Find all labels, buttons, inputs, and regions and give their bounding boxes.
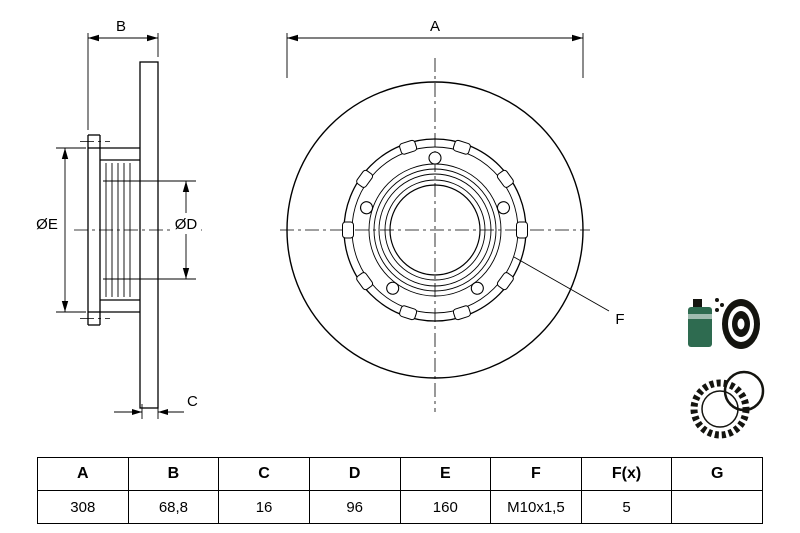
header-cell-g: G [671,457,763,491]
abs-ring-icon [690,379,750,439]
value-cell-g [671,490,763,524]
dim-d-label: ØD [175,216,198,233]
dim-c-group [114,404,184,419]
spec-value-row: 308 68,8 16 96 160 M10x1,5 5 [37,490,763,524]
flange-slot [356,272,374,291]
value-cell-b: 68,8 [127,490,220,524]
value-cell-e: 160 [399,490,492,524]
dim-b-label: B [116,18,126,35]
header-cell-fx: F(x) [580,457,673,491]
dim-d-group [130,180,196,280]
center-bore-circle [389,184,481,276]
bolt-hole [470,281,484,295]
dim-e-group [56,147,86,313]
dim-b-group [87,33,159,130]
friction-ring-section [139,61,159,409]
flange-slot [496,272,514,291]
dimensions [56,33,610,419]
outer-diameter-circle [286,81,584,379]
dim-c-label: C [187,393,198,410]
flange-slot [452,305,471,321]
dim-a-label: A [430,18,440,35]
section-view [87,61,159,409]
value-cell-fx: 5 [580,490,673,524]
dimension-labels: A B C ØD ØE F [36,18,624,410]
flange-slots [342,139,528,321]
bolt-hole [496,201,511,215]
dim-d-label-backing [171,213,201,234]
hub-rings [368,163,502,297]
leader-line-f [513,256,610,312]
bolt-hole [428,151,442,165]
spec-table: A B C D E F F(x) G 308 68,8 16 96 160 M1… [37,457,763,524]
flange-slot [399,139,418,155]
header-cell-c: C [218,457,310,491]
hub-ring [378,173,492,287]
dim-a-group [286,33,584,78]
flange-slot [342,221,354,239]
bolt-holes [359,151,511,295]
dim-f-label: F [615,311,624,328]
flange-slot [399,305,418,321]
hub-steps [103,163,137,297]
hub-ring [384,179,486,281]
centerlines [74,58,590,412]
front-view [286,81,584,379]
header-cell-b: B [127,457,220,491]
bolt-hole [359,201,374,215]
bolt-hole [386,281,400,295]
value-cell-c: 16 [218,490,310,524]
value-cell-d: 96 [308,490,401,524]
header-cell-e: E [399,457,492,491]
technical-drawing: A B C ØD ØE F [36,18,765,439]
header-cell-d: D [308,457,401,491]
spec-header-row: A B C D E F F(x) G [37,457,763,491]
service-icons [688,298,765,439]
header-cell-a: A [37,457,129,491]
hub-ring [368,163,502,297]
header-cell-f: F [490,457,582,491]
dim-e-label: ØE [36,216,58,233]
spray-can-icon [688,298,724,347]
flange-slot [356,169,374,188]
flange-slot [496,169,514,188]
value-cell-f: M10x1,5 [490,490,582,524]
flange-slot [452,139,471,155]
brake-disc-icon [722,299,760,349]
value-cell-a: 308 [37,490,129,524]
flange-slot [516,221,528,239]
hub-ring [373,168,497,292]
